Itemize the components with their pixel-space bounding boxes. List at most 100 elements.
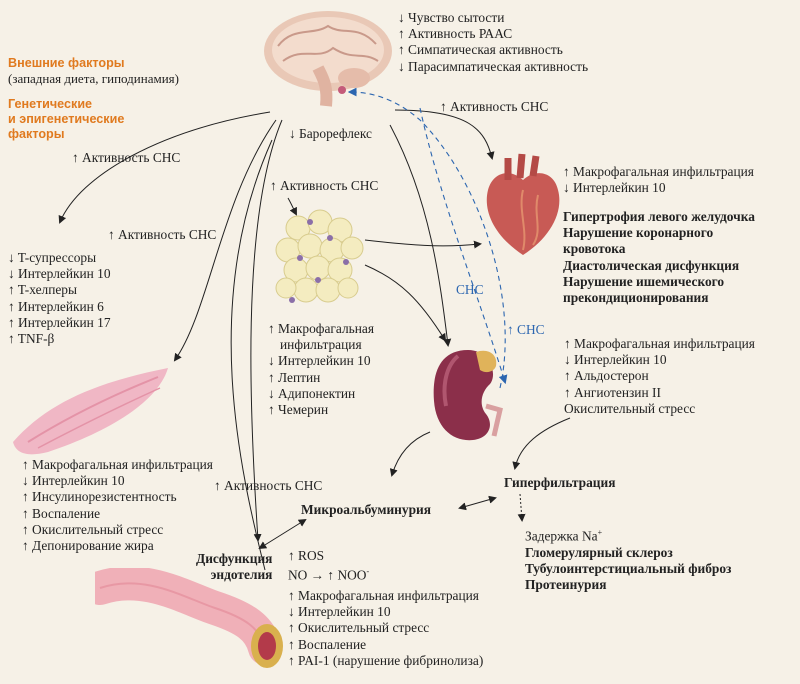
immune-effect: ↓ Интерлейкин 10	[8, 266, 111, 282]
brain-effect: ↓ Чувство сытости	[398, 10, 505, 25]
heart-outcome: Диастолическая дисфункция	[563, 257, 740, 273]
brain-effect: ↑ Активность РААС	[398, 26, 513, 42]
heart-outcome: прекондиционирования	[563, 290, 709, 306]
sns-blue-label: СНС	[456, 282, 484, 297]
vessel-effect: ↓ Интерлейкин 10	[288, 604, 391, 620]
arrow-brain-kidney	[389, 124, 452, 347]
ros-line: ↑ ROS	[288, 548, 325, 563]
hyperfiltration-outcome: Протеинурия	[525, 577, 607, 593]
ros-block: ↑ ROS NO → ↑ NOO-	[288, 548, 369, 584]
blue-sns-up	[347, 87, 506, 389]
sns-activity-left-label: ↑ Активность СНС	[72, 150, 181, 165]
immune-effect: ↑ Интерлейкин 17	[8, 314, 111, 330]
sodium-retention: Задержка Na+	[525, 525, 731, 545]
muscle-effect: ↑ Воспаление	[22, 505, 101, 521]
arrow-kidney-micro	[389, 431, 431, 477]
vessel-effect: ↑ Макрофагальная инфильтрация	[288, 588, 479, 603]
arrow-brain-heart	[394, 109, 495, 160]
arrow-micro-endo	[258, 518, 307, 550]
blood-vessel-image	[95, 568, 283, 668]
brain-effect: ↓ Парасимпатическая активность	[398, 58, 589, 74]
heart-outcome: кровотока	[563, 241, 626, 257]
kidney-effect: ↑ Макрофагальная инфильтрация	[564, 336, 755, 351]
muscle-effect: ↑ Депонирование жира	[22, 538, 154, 554]
kidney-image	[433, 350, 503, 441]
sodium-sup: +	[597, 528, 603, 537]
no-sup: -	[366, 567, 370, 577]
genetic-factors: Генетические и эпигенетические факторы	[8, 97, 124, 142]
arrow-to-vessel	[250, 119, 283, 542]
heart-outcome: Гипертрофия левого желудочка	[563, 209, 755, 224]
kidney-effects-list: ↑ Макрофагальная инфильтрация ↓ Интерлей…	[564, 336, 755, 417]
heart-outcome: Нарушение коронарного	[563, 225, 714, 241]
hyperfiltration-effects: Задержка Na+ Гломерулярный склероз Тубул…	[525, 525, 731, 593]
muscle-image	[13, 368, 168, 455]
fat-effect: ↑ Макрофагальная	[268, 321, 375, 336]
muscle-effect: ↑ Макрофагальная инфильтрация	[22, 457, 213, 472]
sns-activity-immune-label: ↑ Активность СНС	[108, 227, 217, 242]
endothelium-line: Дисфункция	[196, 551, 273, 566]
muscle-effects-list: ↑ Макрофагальная инфильтрация ↓ Интерлей…	[22, 457, 213, 554]
arrow-fat-kidney	[364, 264, 447, 342]
sns-activity-fat-label: ↑ Активность СНС	[270, 178, 379, 193]
muscle-effect: ↓ Интерлейкин 10	[22, 473, 125, 489]
external-factors-title: Внешние факторы	[8, 56, 125, 70]
genetic-factors-line: и эпигенетические	[8, 112, 125, 126]
heart-outcomes-list: Гипертрофия левого желудочка Нарушение к…	[563, 209, 755, 306]
immune-effect: ↑ T-хелперы	[8, 282, 77, 298]
kidney-effect: ↑ Альдостерон	[564, 368, 649, 384]
brain-effect: ↑ Симпатическая активность	[398, 42, 563, 58]
sodium-retention-text: Задержка Na	[525, 528, 598, 544]
muscle-effect: ↑ Инсулинорезистентность	[22, 489, 177, 505]
no-text: NO → ↑ NOO	[288, 567, 367, 583]
blue-sns-down	[419, 107, 508, 385]
kidney-effect: ↓ Интерлейкин 10	[564, 352, 667, 368]
arrow-hyper-outcomes	[517, 493, 526, 522]
heart-image	[486, 153, 560, 255]
adipose-tissue-image	[275, 209, 364, 303]
arrow-to-hyperfiltration	[512, 417, 571, 470]
arrow-to-fat	[287, 197, 297, 216]
immune-effects-list: ↓ T-супрессоры ↓ Интерлейкин 10 ↑ T-хелп…	[8, 250, 111, 347]
hyperfiltration-outcome: Гломерулярный склероз	[525, 544, 673, 560]
fat-effects-list: ↑ Макрофагальная инфильтрация ↓ Интерлей…	[268, 321, 374, 418]
heart-effect: ↓ Интерлейкин 10	[563, 180, 666, 196]
fat-effect: ↑ Лептин	[268, 369, 321, 385]
hyperfiltration-label: Гиперфильтрация	[504, 475, 616, 490]
vessel-effect: ↑ Воспаление	[288, 636, 367, 652]
hyperfiltration-outcome: Тубулоинтерстициальный фиброз	[525, 560, 732, 576]
genetic-factors-line: Генетические	[8, 97, 93, 111]
brain-image	[264, 11, 392, 107]
arrow-to-muscle	[173, 119, 277, 362]
genetic-factors-line: факторы	[8, 127, 65, 141]
endothelium-line: эндотелия	[210, 567, 273, 583]
fat-effect: ↓ Адипонектин	[268, 385, 356, 401]
immune-effect: ↓ T-супрессоры	[8, 250, 97, 265]
endothelium-dysfunction-label: Дисфункция эндотелия	[196, 551, 272, 583]
fat-effect: ↑ Чемерин	[268, 402, 329, 418]
sns-activity-endothelium-label: ↑ Активность СНС	[214, 478, 323, 493]
fat-effect: инфильтрация	[280, 337, 362, 353]
kidney-effect: ↑ Ангиотензин II	[564, 384, 661, 400]
vessel-effect: ↑ PAI-1 (нарушение фибринолиза)	[288, 652, 484, 668]
arrow-fat-heart	[364, 239, 482, 249]
arrow-micro-hyper	[458, 495, 497, 511]
no-line: NO → ↑ NOO-	[288, 564, 369, 584]
fat-effect: ↓ Интерлейкин 10	[268, 353, 371, 369]
sns-activity-heart-label: ↑ Активность СНС	[440, 99, 549, 114]
microalbuminuria-label: Микроальбуминурия	[301, 502, 431, 517]
baroreflex-label: ↓ Барорефлекс	[289, 126, 372, 141]
muscle-effect: ↑ Окислительный стресс	[22, 521, 164, 537]
external-factors-detail: (западная диета, гиподинамия)	[8, 71, 179, 86]
vessel-effects-list: ↑ Макрофагальная инфильтрация ↓ Интерлей…	[288, 588, 483, 669]
vessel-effect: ↑ Окислительный стресс	[288, 620, 430, 636]
external-factors: Внешние факторы (западная диета, гиподин…	[8, 56, 179, 87]
arrow-left-curve	[230, 139, 273, 571]
sns-blue-increase-label: ↑ СНС	[507, 322, 545, 337]
kidney-effect: Окислительный стресс	[564, 400, 696, 416]
heart-outcome: Нарушение ишемического	[563, 273, 725, 289]
brain-effects-list: ↓ Чувство сытости ↑ Активность РААС ↑ Си…	[398, 10, 588, 75]
immune-effect: ↑ Интерлейкин 6	[8, 298, 104, 314]
heart-effects-list: ↑ Макрофагальная инфильтрация ↓ Интерлей…	[563, 164, 754, 196]
